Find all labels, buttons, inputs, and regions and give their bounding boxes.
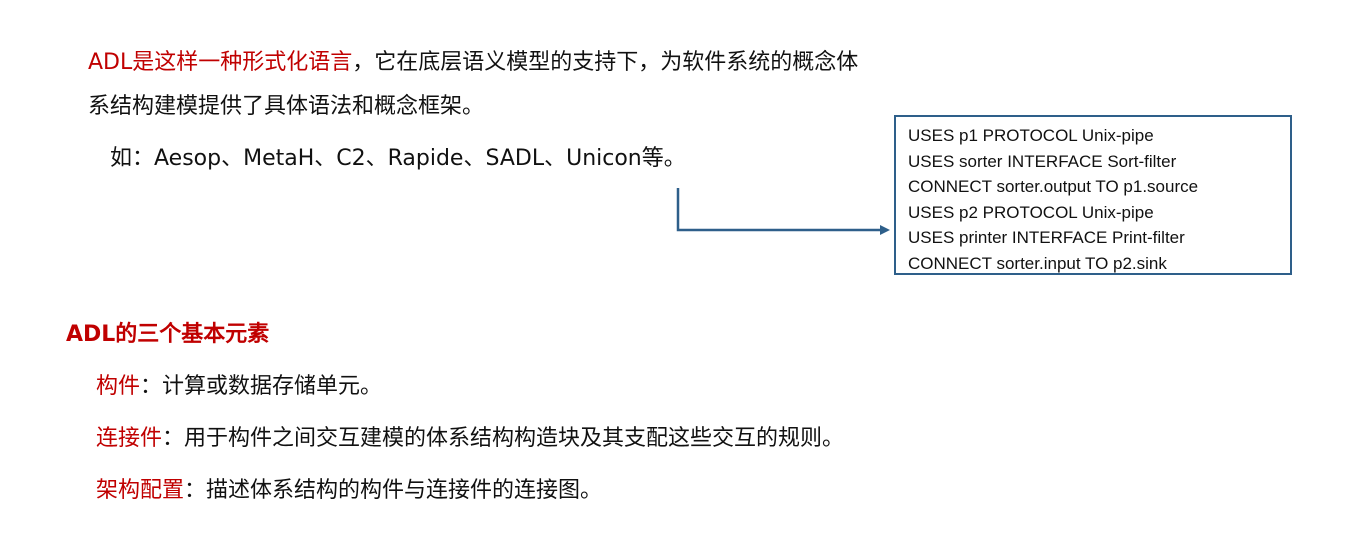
code-line: USES p1 PROTOCOL Unix-pipe bbox=[908, 126, 1154, 145]
section-title: ADL的三个基本元素 bbox=[66, 322, 270, 347]
intro-line-1-rest: ，它在底层语义模型的支持下，为软件系统的概念体 bbox=[352, 50, 859, 75]
arrow-head-icon bbox=[880, 225, 890, 235]
element-term: 构件 bbox=[96, 374, 141, 399]
code-line: CONNECT sorter.input TO p2.sink bbox=[908, 253, 1167, 273]
element-configuration: 架构配置：描述体系结构的构件与连接件的连接图。 bbox=[96, 476, 602, 506]
code-line: USES p2 PROTOCOL Unix-pipe bbox=[908, 202, 1154, 222]
code-line: USES printer INTERFACE Print-filter bbox=[908, 228, 1185, 247]
element-term: 连接件 bbox=[96, 426, 163, 451]
intro-line-2: 系结构建模提供了具体语法和概念框架。 bbox=[88, 94, 485, 119]
element-description: ：描述体系结构的构件与连接件的连接图。 bbox=[184, 478, 603, 503]
adl-definition-highlight: ADL是这样一种形式化语言 bbox=[88, 50, 353, 75]
intro-line-1: ADL是这样一种形式化语言，它在底层语义模型的支持下，为软件系统的概念体 bbox=[88, 48, 858, 78]
element-description: ：用于构件之间交互建模的体系结构构造块及其支配这些交互的规则。 bbox=[162, 426, 845, 451]
connector-arrow-line bbox=[676, 188, 880, 232]
code-line: CONNECT sorter.output TO p1.source bbox=[908, 177, 1199, 196]
element-description: ：计算或数据存储单元。 bbox=[140, 374, 383, 399]
code-line: USES sorter INTERFACE Sort-filter bbox=[908, 151, 1177, 171]
element-connector: 连接件：用于构件之间交互建模的体系结构构造块及其支配这些交互的规则。 bbox=[96, 424, 844, 454]
element-term: 架构配置 bbox=[96, 478, 185, 503]
adl-examples: 如：Aesop、MetaH、C2、Rapide、SADL、Unicon等。 bbox=[110, 146, 686, 171]
element-component: 构件：计算或数据存储单元。 bbox=[96, 372, 382, 402]
adl-code-example-box: USES p1 PROTOCOL Unix-pipe USES sorter I… bbox=[894, 115, 1292, 275]
